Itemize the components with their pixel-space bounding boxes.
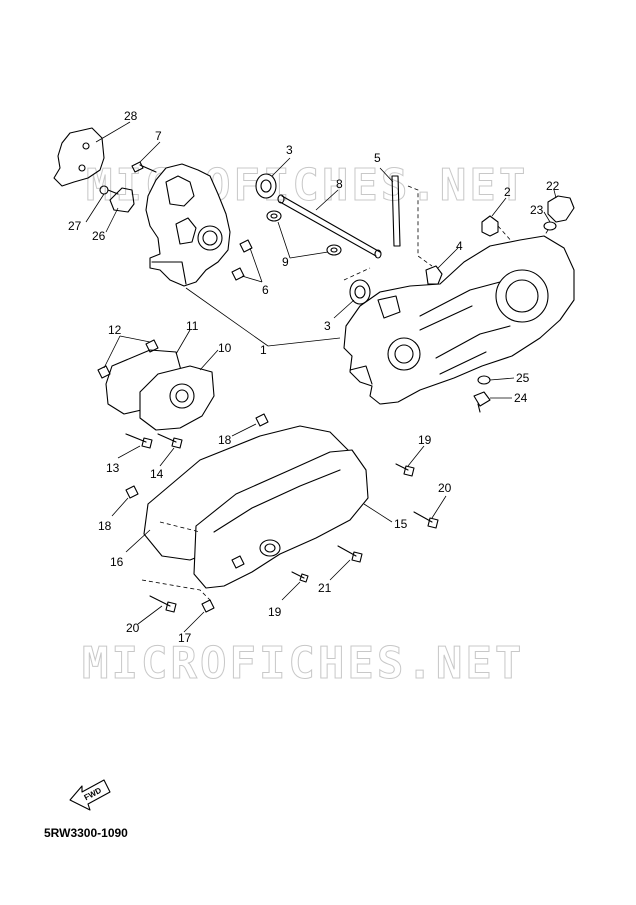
callout-13[interactable]: 13 xyxy=(106,461,120,475)
part-3-bearing-upper xyxy=(255,173,277,199)
callout-4[interactable]: 4 xyxy=(456,239,463,253)
callout-7[interactable]: 7 xyxy=(155,129,162,143)
part-18-dowel-lower xyxy=(125,485,139,499)
diagram-code: 5RW3300-1090 xyxy=(44,826,128,840)
callout-1[interactable]: 1 xyxy=(260,343,267,357)
callout-21[interactable]: 21 xyxy=(318,581,332,595)
part-24-drain-bolt xyxy=(473,391,491,413)
callout-20-upper[interactable]: 20 xyxy=(438,481,452,495)
callout-15[interactable]: 15 xyxy=(394,517,408,531)
part-6-dowel-b xyxy=(231,267,245,281)
callout-3-lower[interactable]: 3 xyxy=(324,319,331,333)
callout-3-upper[interactable]: 3 xyxy=(286,143,293,157)
callout-10[interactable]: 10 xyxy=(218,341,232,355)
callout-20-lower[interactable]: 20 xyxy=(126,621,140,635)
callout-19-upper[interactable]: 19 xyxy=(418,433,432,447)
watermark-middle: MICROFICHES.NET xyxy=(82,638,524,689)
part-23-o-ring xyxy=(543,221,557,231)
part-21-bolt xyxy=(337,545,363,563)
part-20-bolt-upper xyxy=(413,511,439,529)
part-20-bolt-lower xyxy=(149,595,177,613)
callout-28[interactable]: 28 xyxy=(124,109,138,123)
callout-8[interactable]: 8 xyxy=(336,177,343,191)
callout-19-lower[interactable]: 19 xyxy=(268,605,282,619)
part-22-plug xyxy=(547,195,575,223)
part-8-shaft xyxy=(277,194,382,259)
part-25-washer xyxy=(477,375,491,385)
callout-18-lower[interactable]: 18 xyxy=(98,519,112,533)
fwd-arrow-icon: FWD xyxy=(69,779,111,811)
part-15-crankcase-cover xyxy=(193,449,369,589)
callout-9[interactable]: 9 xyxy=(282,255,289,269)
part-5-pin xyxy=(391,175,401,247)
part-12-dowel-b xyxy=(97,365,111,379)
part-12-dowel-a xyxy=(145,339,159,353)
callout-25[interactable]: 25 xyxy=(516,371,530,385)
part-4-fitting xyxy=(425,265,443,285)
callout-6[interactable]: 6 xyxy=(262,283,269,297)
crankcase-left-half xyxy=(145,163,231,287)
part-2-collar xyxy=(481,215,499,237)
callout-16[interactable]: 16 xyxy=(110,555,124,569)
callout-22[interactable]: 22 xyxy=(546,179,560,193)
part-9-washer-b xyxy=(326,244,342,256)
part-28-gasket-plate xyxy=(53,127,105,187)
part-14-bolt xyxy=(157,433,183,449)
part-19-bolt-lower xyxy=(291,571,309,583)
callout-24[interactable]: 24 xyxy=(514,391,528,405)
callout-26[interactable]: 26 xyxy=(92,229,106,243)
part-13-bolt xyxy=(125,433,153,449)
part-9-washer-a xyxy=(266,210,282,222)
callout-17[interactable]: 17 xyxy=(178,631,192,645)
callout-2[interactable]: 2 xyxy=(504,185,511,199)
part-7-bolt xyxy=(131,161,157,173)
part-10-cover xyxy=(139,365,215,431)
callout-27[interactable]: 27 xyxy=(68,219,82,233)
part-17-dowel xyxy=(201,599,215,613)
part-26-bracket xyxy=(109,187,135,213)
crankcase-right-half xyxy=(343,235,575,405)
part-18-dowel-upper xyxy=(255,413,269,427)
part-3-bearing-lower xyxy=(349,279,371,305)
part-6-dowel-a xyxy=(239,239,253,253)
callout-18-upper[interactable]: 18 xyxy=(218,433,232,447)
callout-23[interactable]: 23 xyxy=(530,203,544,217)
callout-11[interactable]: 11 xyxy=(186,319,199,333)
callout-5[interactable]: 5 xyxy=(374,151,381,165)
callout-12[interactable]: 12 xyxy=(108,323,122,337)
callout-14[interactable]: 14 xyxy=(150,467,164,481)
part-19-bolt-upper xyxy=(395,463,415,477)
